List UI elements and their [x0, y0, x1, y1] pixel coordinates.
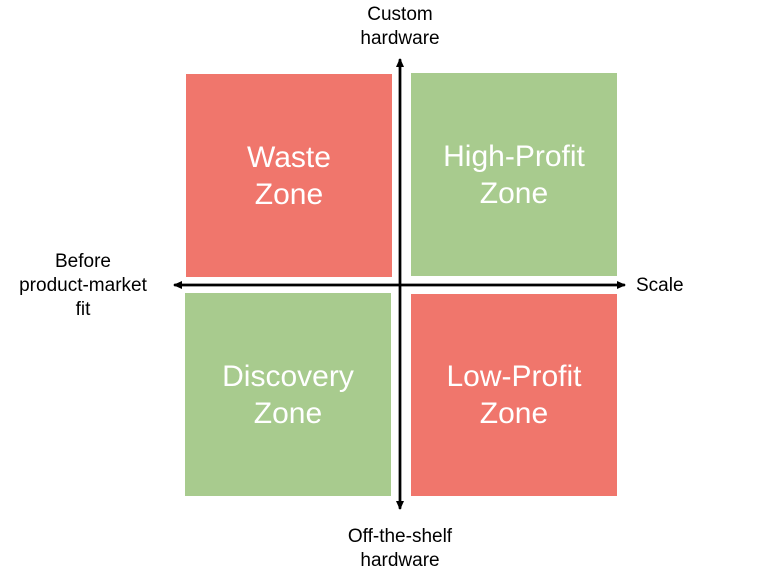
quadrant-low-profit-zone: Low-Profit Zone: [411, 294, 617, 496]
quadrant-high-profit-zone-label: High-Profit Zone: [443, 139, 585, 210]
axis-label-bottom: Off-the-shelf hardware: [347, 526, 453, 571]
quadrant-waste-zone-label: Waste Zone: [247, 140, 331, 211]
axis-label-left: Before product-market fit: [19, 251, 147, 320]
axis-label-right: Scale: [636, 275, 684, 296]
axis-label-top: Custom hardware: [360, 4, 440, 49]
quadrant-high-profit-zone: High-Profit Zone: [411, 73, 617, 276]
quadrant-waste-zone: Waste Zone: [186, 74, 392, 277]
quadrant-discovery-zone-label: Discovery Zone: [222, 359, 354, 430]
quadrant-discovery-zone: Discovery Zone: [185, 293, 391, 496]
quadrant-low-profit-zone-label: Low-Profit Zone: [446, 360, 582, 430]
